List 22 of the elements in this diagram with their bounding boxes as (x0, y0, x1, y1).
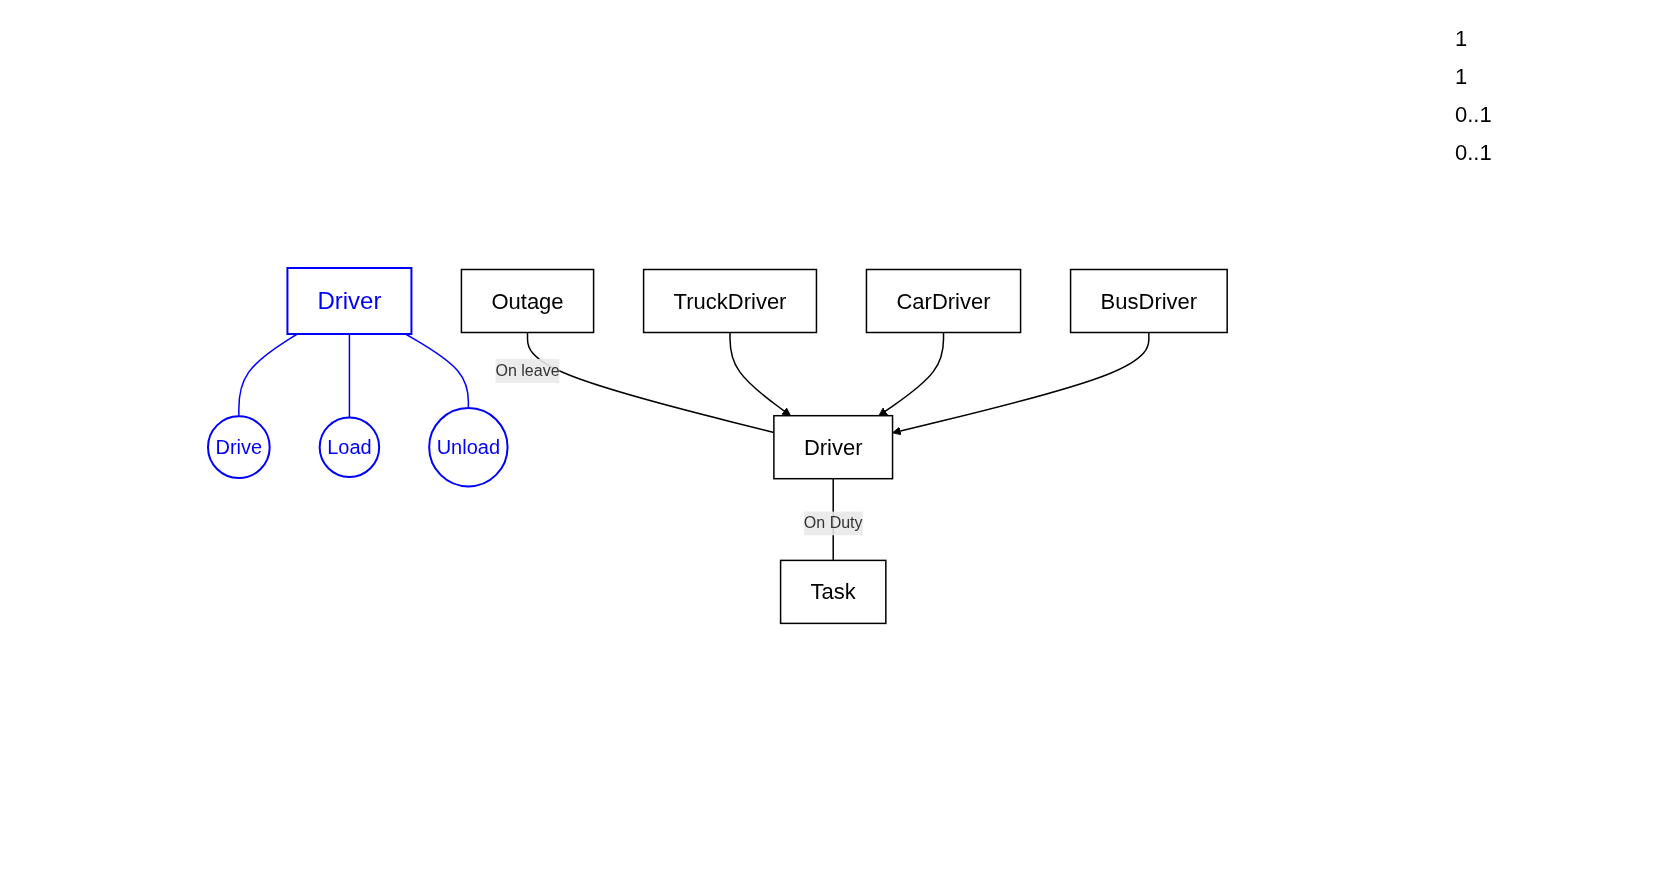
node-box: CarDriver (865, 268, 1022, 334)
node-box: Outage (460, 268, 595, 334)
edge-label: On Duty (803, 514, 863, 532)
node-box: Driver (286, 266, 413, 335)
node-box: TruckDriver (642, 268, 818, 334)
node-box: Driver (773, 414, 894, 480)
connector (238, 333, 298, 417)
node-box: Task (779, 559, 887, 624)
arrow (892, 331, 1150, 436)
arrow (878, 331, 945, 416)
multiplicity-label: 1 (1455, 26, 1468, 52)
multiplicity-label: 0..1 (1455, 102, 1492, 128)
node-circle: Unload (428, 406, 509, 488)
node-circle: Drive (206, 415, 271, 479)
node-circle: Load (318, 416, 381, 478)
arrow (729, 331, 791, 416)
connector (404, 333, 470, 409)
multiplicity-label: 0..1 (1455, 140, 1492, 166)
node-box: BusDriver (1069, 268, 1228, 334)
edge-label: On leave (495, 361, 560, 379)
multiplicity-label: 1 (1455, 64, 1468, 90)
connector (348, 333, 351, 418)
